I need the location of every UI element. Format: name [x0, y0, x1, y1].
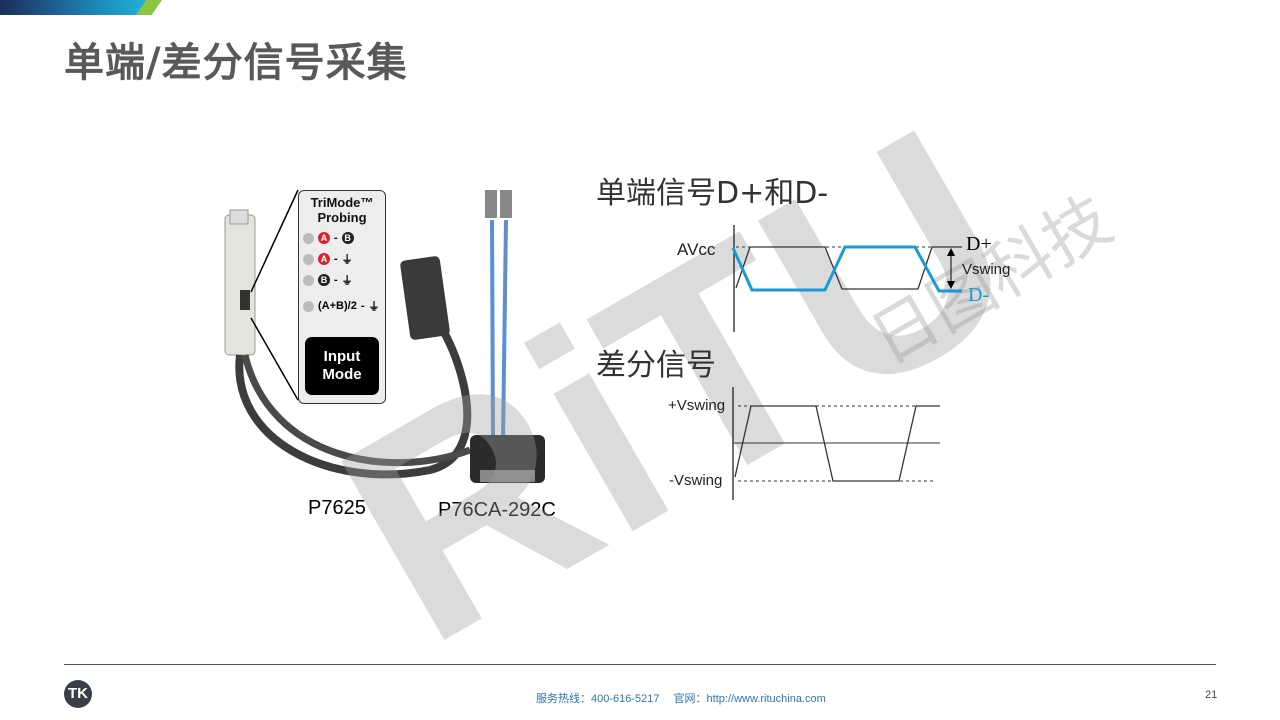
dplus-label: D+: [966, 233, 992, 255]
panel-heading: TriMode™: [310, 195, 374, 210]
probe-label-p7625: P7625: [308, 497, 366, 519]
probe-cable: [235, 296, 472, 479]
neg-vswing-label: -Vswing: [669, 472, 723, 489]
footer-contact: 服务热线：400-616-5217 官网：http://www.rituchin…: [536, 693, 826, 705]
sma-connector: [485, 190, 497, 218]
page-number: 21: [1205, 689, 1218, 701]
vswing-label: Vswing: [962, 261, 1011, 278]
dplus-trace: [735, 246, 962, 290]
pos-vswing-label: +Vswing: [668, 397, 726, 414]
probe-tip-module: [400, 256, 450, 340]
page-title: 单端/差分信号采集: [64, 40, 408, 86]
diff-trace: [734, 405, 940, 482]
probe-label-p76ca: P76CA-292C: [438, 499, 556, 521]
single-ended-heading: 单端信号D+和D-: [596, 176, 829, 211]
differential-heading: 差分信号: [596, 348, 716, 383]
trimode-panel: TriMode™ Probing A-B A-⏚ B-⏚ (A+B)/2-⏚ I…: [298, 190, 386, 404]
dminus-label: D-: [968, 284, 990, 306]
mode-a-minus-b: A-B: [303, 230, 385, 246]
panel-subheading: Probing: [317, 210, 367, 225]
company-logo-icon: TK: [64, 680, 92, 708]
mode-common: (A+B)/2-⏚: [303, 298, 385, 314]
probe-photo: [224, 189, 545, 483]
dminus-trace: [731, 245, 962, 293]
avcc-label: AVcc: [677, 240, 716, 259]
mode-a-minus-ground: A-⏚: [303, 251, 385, 267]
header-accent-bar: [0, 0, 150, 15]
footer-divider: [64, 664, 1216, 665]
coax-cable: [490, 219, 495, 441]
mode-b-minus-ground: B-⏚: [303, 272, 385, 288]
